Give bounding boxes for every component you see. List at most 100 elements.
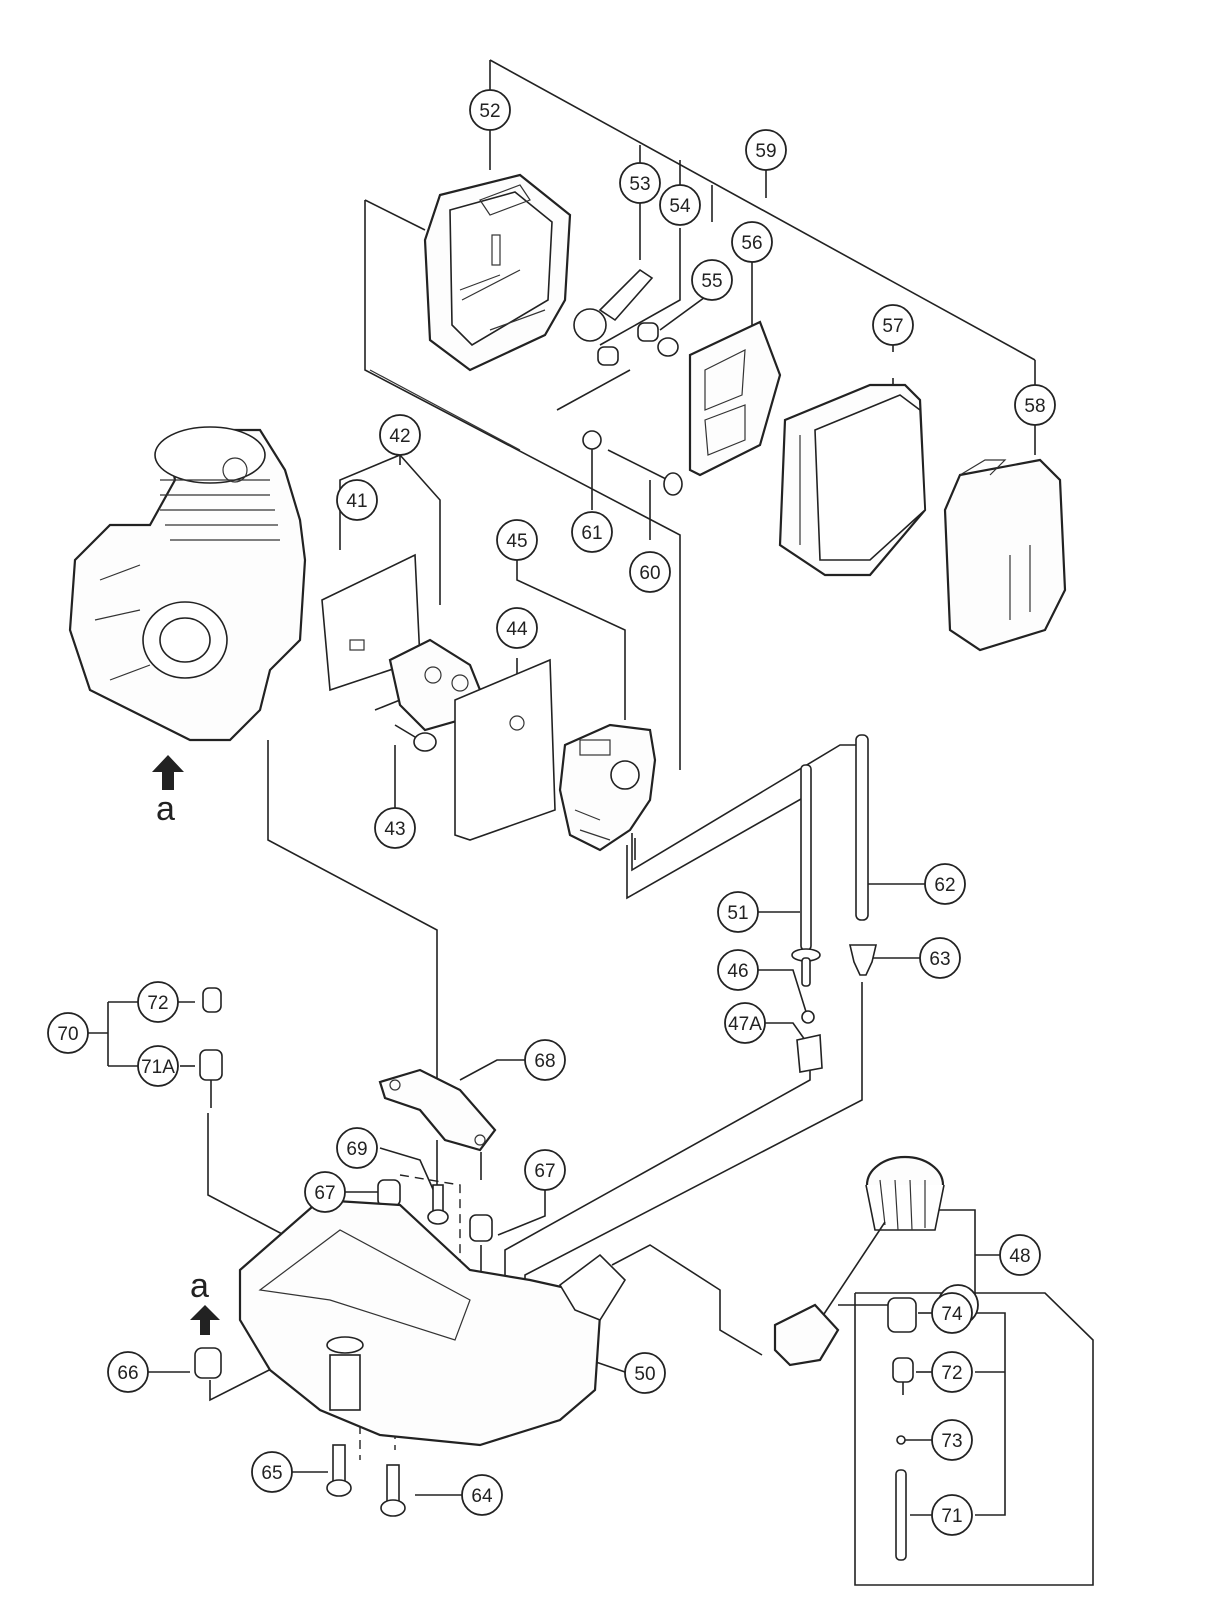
callout-number: 64 [471,1486,493,1507]
callout-number: 55 [701,271,722,292]
callout-number: 60 [639,563,660,584]
callout-bubble [304,1171,346,1213]
callout-number: 61 [581,523,602,544]
air-cleaner-cover [943,458,1067,652]
choke-lever [573,268,654,342]
callout-63: 63 [919,937,961,979]
callout-70: 70 [47,1012,89,1054]
callout-44: 44 [496,607,538,649]
view-marker-a-lower: a [190,1267,209,1305]
air-cleaner-plate [688,320,782,477]
callout-41: 41 [336,479,378,521]
callout-number: 53 [629,174,650,195]
callout-number: 47A [728,1014,762,1035]
callout-54: 54 [659,184,701,226]
callout-66: 66 [107,1351,149,1393]
tank-bracket [378,1068,497,1152]
callout-number: 70 [57,1024,78,1045]
callout-number: 50 [634,1364,655,1385]
callout-bubble [872,304,914,346]
callout-number: 67 [534,1161,555,1182]
callout-number: 46 [727,961,748,982]
callout-71: 71 [931,1494,973,1536]
tank-screw-left [326,1444,352,1497]
inset-breather-detail [854,1292,1094,1586]
callout-64: 64 [461,1474,503,1516]
callout-65: 65 [251,1451,293,1493]
callout-bubble [931,1351,973,1393]
tank-cap [865,1155,945,1231]
callout-67a: 67 [304,1171,346,1213]
callout-bubble [745,129,787,171]
callout-number: 71A [141,1057,175,1078]
breather-assy [199,1049,223,1108]
callout-bubble [931,1419,973,1461]
callout-72a: 72 [137,981,179,1023]
damper-right [469,1214,493,1242]
callout-number: 71 [941,1506,962,1527]
callout-61: 61 [571,511,613,553]
tank-screw-right [380,1464,406,1517]
callout-51: 51 [717,891,759,933]
callout-bubble [659,184,701,226]
callout-45: 45 [496,519,538,561]
callout-number: 62 [934,875,955,896]
callout-number: 51 [727,903,748,924]
callout-bubble [731,221,773,263]
callout-bubble [624,1352,666,1394]
callout-42: 42 [379,414,421,456]
grommet [848,944,878,976]
callout-number: 72 [147,993,168,1014]
callout-bubble [924,863,966,905]
callout-71A: 71A [137,1045,179,1087]
callout-48: 48 [999,1234,1041,1276]
callout-bubble [919,937,961,979]
callout-bubble [47,1012,89,1054]
fuel-tank [238,1198,627,1447]
callout-bubble [496,607,538,649]
callout-bubble [336,1127,378,1169]
callout-number: 41 [346,491,367,512]
callout-bubble [724,1002,766,1044]
damper-left [377,1179,401,1207]
washer [582,430,602,450]
callout-bubble [1014,384,1056,426]
callout-bubble [251,1451,293,1493]
callout-number: 69 [346,1139,367,1160]
clip [801,1010,815,1024]
callout-number: 57 [882,316,903,337]
callout-number: 66 [117,1363,138,1384]
fuel-strainer [773,1221,886,1367]
view-marker-a-upper: a [156,790,175,828]
callout-bubble [107,1351,149,1393]
callout-bubble [717,891,759,933]
callout-56: 56 [731,221,773,263]
callout-58: 58 [1014,384,1056,426]
callout-bubble [524,1039,566,1081]
fuel-pipe [791,764,821,987]
callout-46: 46 [717,949,759,991]
callout-bubble [571,511,613,553]
callout-bubble [619,162,661,204]
air-filter-element [778,383,927,577]
callout-number: 73 [941,1431,962,1452]
collar-parts [597,322,679,366]
hex-bolt [394,724,437,752]
callout-73: 73 [931,1419,973,1461]
tank-damper [194,1347,222,1379]
callout-47A: 47A [724,1002,766,1044]
callout-bubble [931,1292,973,1334]
callout-67b: 67 [524,1149,566,1191]
return-pipe [855,734,869,921]
vent-cap [202,987,222,1013]
carburetor [558,723,657,852]
callout-number: 58 [1024,396,1045,417]
callout-59: 59 [745,129,787,171]
callout-number: 65 [261,1463,282,1484]
callout-number: 54 [669,196,691,217]
callout-62: 62 [924,863,966,905]
screw-long [607,449,683,496]
callout-bubble [374,807,416,849]
callout-74: 74 [931,1292,973,1334]
carburetor-gasket [454,658,556,841]
